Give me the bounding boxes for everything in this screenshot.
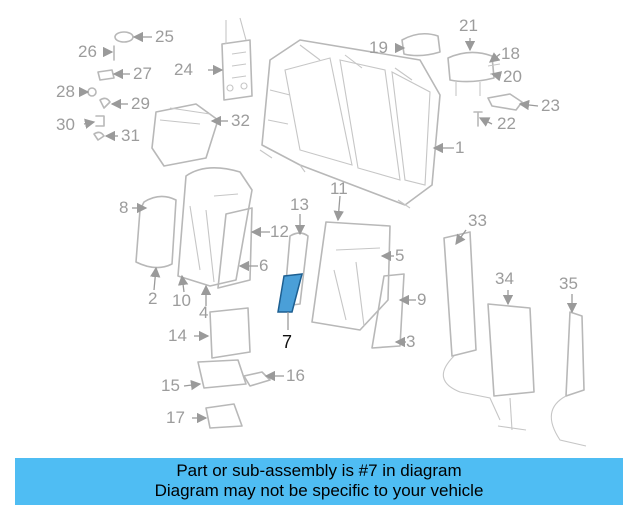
callout-35: 35 [559, 274, 578, 293]
callout-26: 26 [78, 42, 97, 61]
callout-22: 22 [497, 114, 516, 133]
heater-pad-35 [565, 311, 585, 397]
heater-pad-33 [442, 231, 501, 421]
callout-28: 28 [56, 82, 75, 101]
callout-11: 11 [330, 179, 348, 198]
clip-16 [243, 371, 271, 387]
callout-13: 13 [290, 195, 309, 214]
callout-9: 9 [417, 290, 427, 309]
bracket-17 [205, 403, 243, 429]
callout-3: 3 [406, 332, 416, 351]
side-bolster-left [135, 195, 177, 269]
seat-back-frame [259, 39, 441, 209]
parts-diagram: 1 2 3 4 5 6 7 8 9 10 11 12 13 14 15 16 1… [56, 16, 587, 447]
callout-8: 8 [119, 198, 129, 217]
lower-cushion-14 [209, 307, 251, 359]
callout-25: 25 [155, 27, 174, 46]
callout-24: 24 [174, 60, 193, 79]
callout-6: 6 [259, 256, 269, 275]
highlighted-part-7[interactable] [277, 273, 304, 313]
callout-15: 15 [161, 376, 180, 395]
callout-33: 33 [468, 211, 487, 230]
callout-16: 16 [286, 366, 305, 385]
side-panel-6 [217, 207, 253, 289]
cushion-pad-32 [151, 103, 219, 167]
callout-34: 34 [495, 269, 514, 288]
callout-5: 5 [395, 246, 405, 265]
leader-lines [78, 31, 578, 424]
callout-4: 4 [199, 303, 209, 322]
callout-17: 17 [166, 408, 185, 427]
callout-19: 19 [369, 38, 388, 57]
info-banner: Part or sub-assembly is #7 in diagram Di… [15, 458, 623, 505]
latch-bracket [487, 93, 523, 111]
callout-18: 18 [501, 44, 520, 63]
diagram-drawing [78, 17, 587, 447]
callout-32: 32 [231, 111, 250, 130]
callout-30: 30 [56, 115, 75, 134]
callout-23: 23 [541, 96, 560, 115]
heater-pad-34 [487, 303, 535, 397]
callout-14: 14 [168, 326, 187, 345]
callout-21: 21 [459, 16, 478, 35]
callout-27: 27 [133, 64, 152, 83]
bottom-frame-15 [197, 359, 247, 389]
callout-12: 12 [270, 222, 289, 241]
latch-assembly [221, 17, 253, 101]
callout-10: 10 [172, 291, 191, 310]
banner-line-1: Part or sub-assembly is #7 in diagram [176, 461, 462, 480]
callout-20: 20 [503, 67, 522, 86]
headrest-left [401, 32, 441, 57]
callout-31: 31 [121, 126, 140, 145]
callout-7[interactable]: 7 [282, 332, 293, 352]
callout-1: 1 [455, 138, 465, 157]
bolt-22 [473, 111, 483, 127]
banner-line-2: Diagram may not be specific to your vehi… [154, 481, 484, 500]
seat-back-cushion [177, 167, 253, 287]
callout-2: 2 [148, 289, 158, 308]
callout-29: 29 [131, 94, 150, 113]
seatback-cushion-right [311, 221, 391, 331]
